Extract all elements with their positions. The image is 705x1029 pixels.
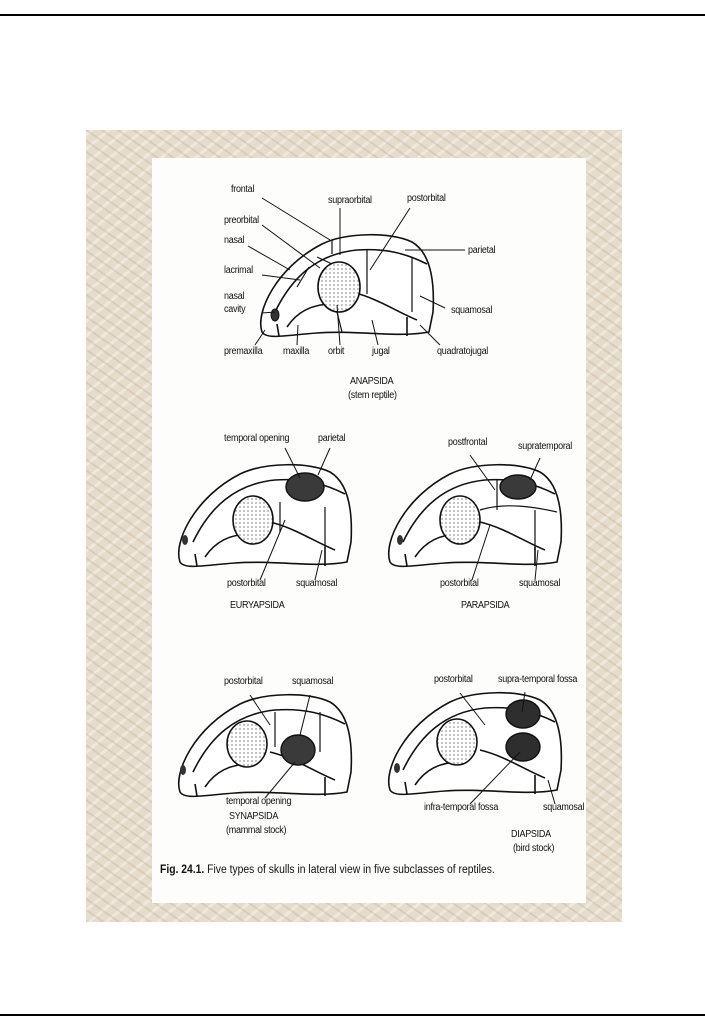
label-supratemporal: supratemporal [518,441,573,452]
label-temporal-opening: temporal opening [226,796,292,807]
label-postfrontal: postfrontal [448,437,488,448]
diapsida-skull [387,691,563,796]
label-postorbital: postorbital [440,578,479,589]
diapsida-subtitle: (bird stock) [513,843,555,854]
anapsida-skull [259,233,435,338]
euryapsida-title: EURYAPSIDA [230,600,285,611]
bottom-rule [0,1014,705,1016]
label-postorbital: postorbital [224,676,263,687]
label-preorbital: preorbital [224,215,259,226]
top-rule [0,14,705,16]
label-lacrimal: lacrimal [224,265,253,276]
label-supraorbital: supraorbital [328,195,372,206]
parapsida-skull [387,463,563,568]
label-nasal-cavity: nasal [224,291,245,302]
label-nasal: nasal [224,235,245,246]
label-postorbital: postorbital [227,578,266,589]
label-supra-temporal-fossa: supra-temporal fossa [498,674,578,685]
anapsida-subtitle: (stem reptile) [348,390,397,401]
parapsida-title: PARAPSIDA [461,600,510,611]
figure-caption: Fig. 24.1. Five types of skulls in later… [160,864,495,876]
label-temporal-opening: temporal opening [224,433,290,444]
label-squamosal: squamosal [519,578,561,589]
diapsida-title: DIAPSIDA [511,829,551,840]
label-squamosal: squamosal [451,305,493,316]
anapsida-leaders [247,197,465,346]
anapsida-title: ANAPSIDA [350,376,394,387]
label-infra-temporal-fossa: infra-temporal fossa [424,802,499,813]
label-postorbital: postorbital [407,193,446,204]
label-postorbital: postorbital [434,674,473,685]
label-jugal: jugal [372,346,390,357]
caption-text: Five types of skulls in lateral view in … [204,864,495,876]
figure-number: Fig. 24.1. [160,864,205,876]
label-parietal: parietal [468,245,496,256]
synapsida-skull [177,693,353,798]
label-quadratojugal: quadratojugal [437,346,489,357]
label-nasal-cavity-2: cavity [224,304,246,315]
label-squamosal: squamosal [296,578,338,589]
synapsida-title: SYNAPSIDA [229,811,279,822]
label-parietal: parietal [318,433,346,444]
label-premaxilla: premaxilla [224,346,263,357]
label-squamosal: squamosal [292,676,334,687]
label-orbit: orbit [328,346,345,357]
euryapsida-skull [177,463,353,568]
label-squamosal: squamosal [543,802,585,813]
label-maxilla: maxilla [283,346,310,357]
label-frontal: frontal [231,184,255,195]
synapsida-subtitle: (mammal stock) [226,825,287,836]
